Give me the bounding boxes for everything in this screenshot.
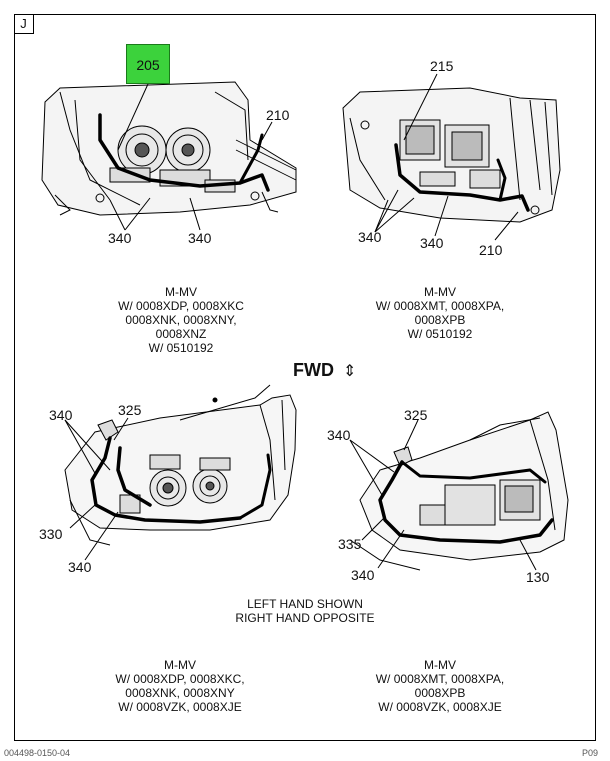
headlamp-illustration-top-right xyxy=(342,87,561,223)
wiring-harness-top-left xyxy=(98,113,270,192)
callout-205-label: 205 xyxy=(136,57,160,73)
section-tag: J xyxy=(14,14,34,34)
callout-325-bottom-left: 325 xyxy=(118,402,142,418)
callout-205-highlight: 205 xyxy=(126,44,170,84)
forward-direction-label: FWD xyxy=(293,360,334,380)
headlamp-illustration-bottom-right xyxy=(349,411,569,571)
callout-325-bottom-right: 325 xyxy=(404,407,428,423)
callout-130: 130 xyxy=(526,569,550,585)
headlamp-illustration-bottom-left xyxy=(64,384,297,546)
callout-340-top-left-b: 340 xyxy=(188,230,212,246)
callout-210-top-left: 210 xyxy=(266,107,290,123)
callout-210-top-right: 210 xyxy=(479,242,503,258)
wiring-harness-top-right xyxy=(394,143,530,212)
caption-bottom-left: M-MV W/ 0008XDP, 0008XKC, 0008XNK, 0008X… xyxy=(115,658,245,714)
callout-340-top-left-a: 340 xyxy=(108,230,132,246)
caption-top-left: M-MV W/ 0008XDP, 0008XKC 0008XNK, 0008XN… xyxy=(118,285,244,355)
callout-340-top-right-b: 340 xyxy=(420,235,444,251)
footer-code: 004498-0150-04 xyxy=(4,748,71,758)
callout-340-bottom-right-a: 340 xyxy=(327,427,351,443)
caption-bottom-right: M-MV W/ 0008XMT, 0008XPA, 0008XPB W/ 000… xyxy=(375,658,505,714)
caption-top-right: M-MV W/ 0008XMT, 0008XPA, 0008XPB W/ 051… xyxy=(375,285,505,341)
caption-shown-side: LEFT HAND SHOWN RIGHT HAND OPPOSITE xyxy=(235,597,375,625)
footer-page: P09 xyxy=(582,748,599,758)
callout-340-bottom-left-b: 340 xyxy=(68,559,92,575)
headlamp-illustration-top-left xyxy=(41,81,297,216)
forward-arrow-icon: ⇕ xyxy=(343,363,357,380)
callout-340-bottom-right-b: 340 xyxy=(351,567,375,583)
diagram-frame xyxy=(14,14,596,741)
callout-335: 335 xyxy=(338,536,362,552)
leader-lines-top-left xyxy=(109,83,273,231)
leader-lines-bottom-right xyxy=(349,419,537,571)
leader-lines-bottom-left xyxy=(64,417,129,561)
callout-340-top-right-a: 340 xyxy=(358,229,382,245)
callout-215: 215 xyxy=(430,58,454,74)
callout-330: 330 xyxy=(39,526,63,542)
leader-lines-top-right xyxy=(374,73,519,241)
callout-340-bottom-left-a: 340 xyxy=(49,407,73,423)
